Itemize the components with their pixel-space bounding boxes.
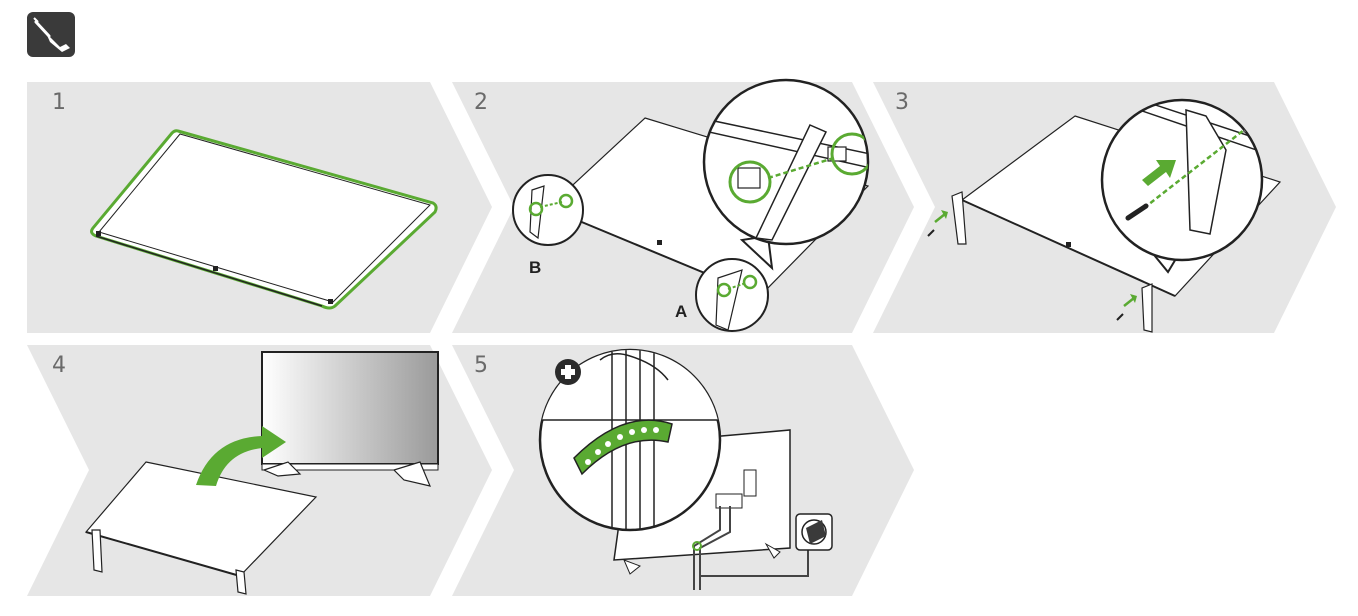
stand-left <box>951 191 967 245</box>
tv-face-down <box>84 461 318 595</box>
zoom-bubble <box>538 348 722 532</box>
zoom-bubble <box>1100 98 1264 274</box>
power-outlet-icon <box>795 513 833 551</box>
step-4-panel: 4 <box>27 345 492 596</box>
plus-circle-icon <box>555 359 581 385</box>
step-2-panel: 2 B A <box>452 78 914 333</box>
tv-standing <box>261 351 439 487</box>
cable <box>692 506 809 590</box>
zoom-bubble <box>702 78 870 271</box>
stand-a-detail <box>695 258 769 332</box>
step-1-panel: 1 <box>27 82 492 333</box>
step-3-panel: 3 <box>873 82 1336 333</box>
stand-b-detail <box>512 174 584 246</box>
stand-right <box>1141 283 1153 333</box>
tv-face-down <box>90 129 438 310</box>
screwdriver-icon <box>27 12 75 57</box>
lift-arrow-icon <box>196 426 286 486</box>
screw-arrow-right <box>1116 294 1137 321</box>
step-4-number: 4 <box>52 353 66 378</box>
step-1-number: 1 <box>52 90 66 115</box>
label-a: A <box>675 302 687 321</box>
step-2-number: 2 <box>474 90 488 115</box>
label-b: B <box>529 258 541 277</box>
step-5-number: 5 <box>474 353 488 378</box>
step-5-panel: 5 <box>452 345 914 596</box>
screw-arrow-left <box>927 210 948 237</box>
step-3-number: 3 <box>895 90 909 115</box>
